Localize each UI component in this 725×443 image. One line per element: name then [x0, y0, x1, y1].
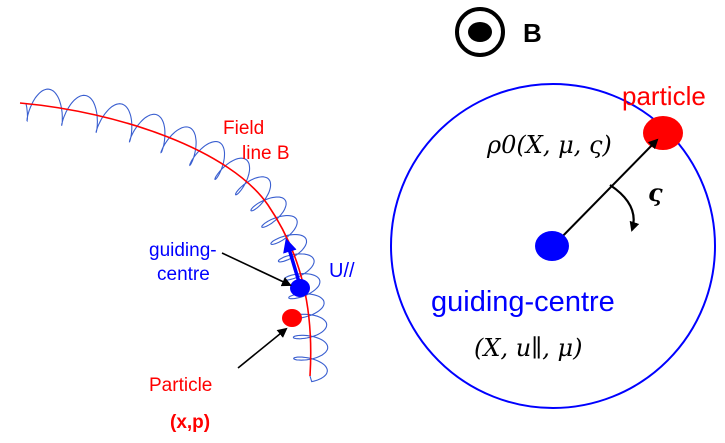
particle-dot	[282, 309, 302, 327]
gyroradius-label: ρ0(X, μ, ς)	[486, 131, 612, 159]
field-symbol: B	[523, 18, 542, 48]
guiding-centre-dot-right	[535, 231, 569, 261]
field-out-of-page-dot-icon	[468, 22, 492, 42]
guiding-centre-pointer-arrow	[221, 252, 292, 287]
particle-helical-orbit	[25, 88, 329, 383]
field-out-of-page-icon	[455, 7, 505, 57]
parallel-velocity-arrow	[283, 238, 301, 283]
guiding-centre-label-1: guiding-	[149, 240, 217, 261]
particle-pointer-arrow	[237, 327, 288, 369]
right-panel: B particle ς ρ0(X, μ, ς) guiding-centre …	[390, 7, 716, 409]
gyroradius-vector	[552, 138, 659, 247]
particle-coords: (x,p)	[170, 412, 210, 433]
particle-label-right: particle	[622, 81, 706, 111]
guiding-centre-label-right: guiding-centre	[431, 286, 615, 318]
field-line-label-2: line B	[242, 143, 290, 164]
particle-label: Particle	[149, 375, 212, 396]
parallel-velocity-label: U//	[329, 260, 355, 282]
left-panel: Field line B guiding- centre U// Particl…	[19, 88, 355, 433]
parallel-velocity-text: U//	[329, 260, 355, 282]
gyro-orbit-circle	[390, 83, 716, 409]
field-line-label-1: Field	[223, 118, 264, 139]
guiding-centre-coords: (X, u∥, μ)	[474, 334, 582, 362]
particle-dot-right	[643, 116, 683, 150]
gyroangle-arrow	[609, 184, 640, 232]
field-line	[19, 102, 312, 377]
gyroangle-symbol: ς	[648, 178, 663, 207]
guiding-centre-dot	[290, 279, 310, 297]
guiding-centre-label-2: centre	[157, 264, 210, 285]
